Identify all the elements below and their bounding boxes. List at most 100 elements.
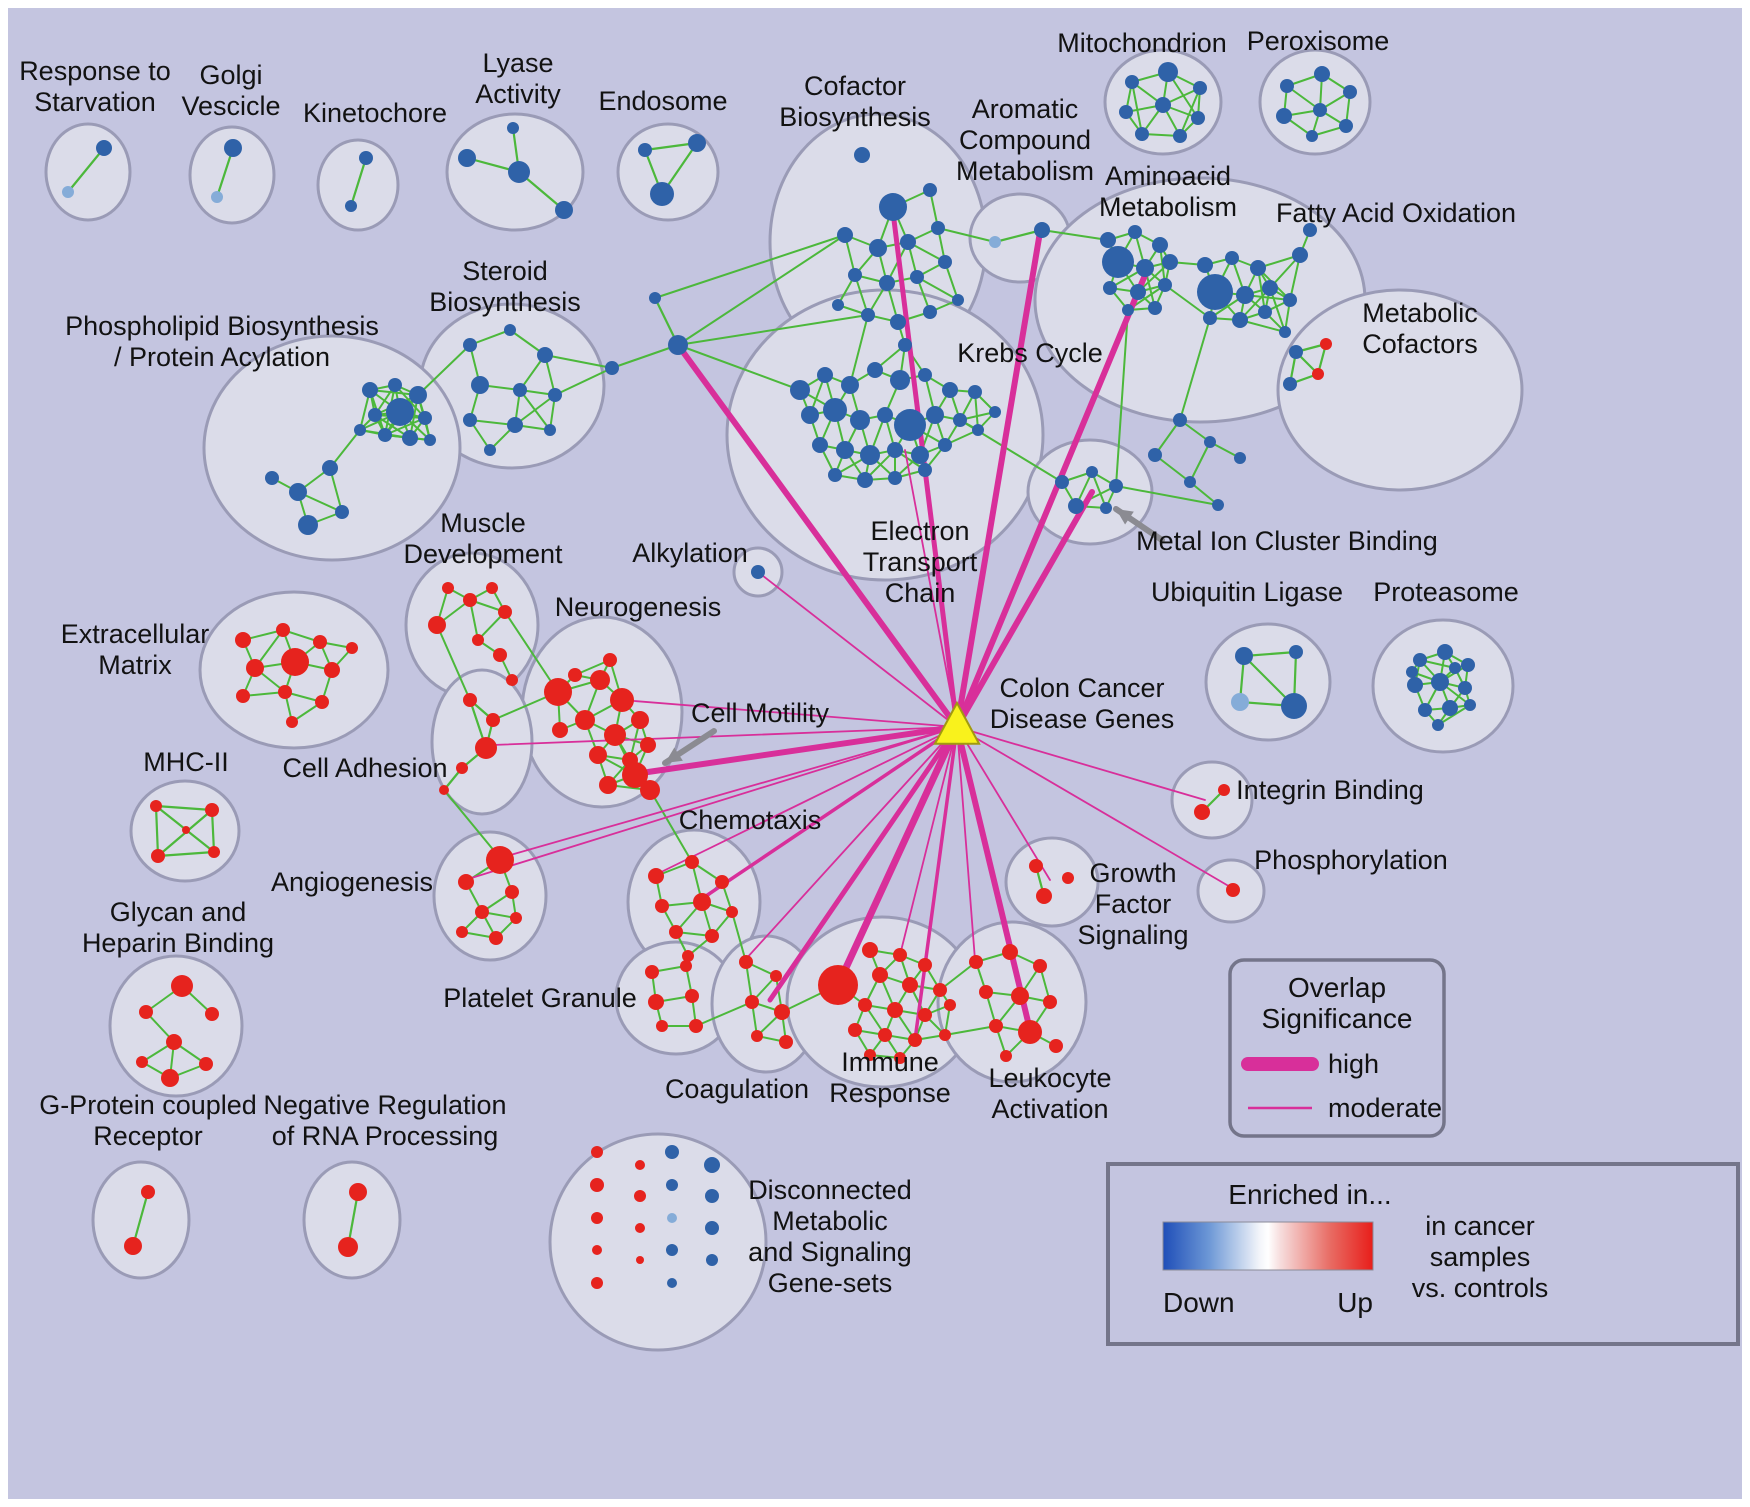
cofactor-biosynthesis-node xyxy=(923,183,937,197)
phospholipid-biosynthesis-node xyxy=(265,471,279,485)
immune-response-node xyxy=(872,967,888,983)
glycan-heparin-binding-node xyxy=(171,975,193,997)
neurogenesis-node xyxy=(631,711,649,729)
extracellular-matrix-label: Extracellular xyxy=(61,619,210,649)
mhc-ii-node xyxy=(208,846,220,858)
fatty-acid-oxidation-node xyxy=(1250,260,1266,276)
g-protein-coupled-receptor-node xyxy=(124,1237,142,1255)
cofactor-biosynthesis-node xyxy=(879,193,907,221)
ubiquitin-ligase-node xyxy=(1231,693,1249,711)
electron-transport-chain-node xyxy=(817,367,833,383)
mhc-ii-node xyxy=(151,849,165,863)
glycan-heparin-binding-label: Heparin Binding xyxy=(82,928,274,958)
leukocyte-activation-node xyxy=(1002,944,1018,960)
growth-factor-signaling-node xyxy=(1029,859,1043,873)
phospholipid-biosynthesis-label: Phospholipid Biosynthesis xyxy=(65,311,379,341)
disconnected-genesets-node xyxy=(590,1178,604,1192)
kinetochore-node xyxy=(345,200,357,212)
legend-enrichment: Enriched in... Down Up in cancer samples… xyxy=(1106,1162,1740,1346)
angiogenesis-node xyxy=(510,912,522,924)
cell-adhesion-label: Cell Adhesion xyxy=(282,753,447,783)
bridge-edge xyxy=(677,234,846,346)
immune-response-node xyxy=(918,1008,932,1022)
growth-factor-signaling-node xyxy=(1062,872,1074,884)
overlap-edge xyxy=(956,726,1051,881)
fatty-acid-oxidation-node xyxy=(1236,286,1254,304)
coagulation-node xyxy=(751,1030,763,1042)
phospholipid-biosynthesis-node xyxy=(368,408,382,422)
phospholipid-biosynthesis-node xyxy=(418,411,432,425)
disconnected-genesets-node xyxy=(665,1145,679,1159)
response-to-starvation-node xyxy=(62,186,74,198)
steroid-biosynthesis-label: Steroid xyxy=(462,256,548,286)
proteasome-node xyxy=(1413,653,1427,667)
muscle-development-node xyxy=(463,593,477,607)
steroid-biosynthesis-label: Biosynthesis xyxy=(429,287,581,317)
metabolic-cofactors-node xyxy=(1320,338,1332,350)
extracellular-matrix-node xyxy=(235,632,251,648)
colon-cancer-disease-genes-label: Colon Cancer xyxy=(999,673,1164,703)
metal-ion-cluster-binding-node xyxy=(1068,498,1084,514)
mhc-ii-edge xyxy=(154,804,214,812)
overlap-edge xyxy=(899,726,958,956)
metal-ion-cluster-binding-label: Metal Ion Cluster Binding xyxy=(1136,526,1438,556)
top-layer xyxy=(662,506,1165,766)
platelet-granule-node xyxy=(689,1019,703,1033)
electron-transport-chain-node xyxy=(898,338,912,352)
cofactor-biosynthesis-node xyxy=(938,255,952,269)
angiogenesis-node xyxy=(456,926,468,938)
immune-response-node xyxy=(864,1049,876,1061)
disconnected-genesets-node xyxy=(666,1244,678,1256)
electron-transport-chain-node xyxy=(953,413,967,427)
negative-regulation-rna-processing-label: Negative Regulation xyxy=(263,1090,506,1120)
overlap-edge xyxy=(913,725,959,1042)
nodes-layer xyxy=(62,62,1476,1289)
chemotaxis-node xyxy=(693,893,711,911)
coagulation-node xyxy=(739,955,753,969)
bridge-edge xyxy=(937,227,996,243)
extracellular-matrix-node xyxy=(286,716,298,728)
extracellular-matrix-node xyxy=(278,685,292,699)
metabolic-trail-edge xyxy=(1189,481,1219,506)
phospholipid-biosynthesis-node xyxy=(362,382,378,398)
disconnected-genesets-bubble xyxy=(548,1132,768,1352)
leukocyte-activation-node xyxy=(979,985,993,999)
phospholipid-biosynthesis-node xyxy=(298,515,318,535)
cofactor-biosynthesis-node xyxy=(837,227,853,243)
electron-transport-chain-node xyxy=(836,441,854,459)
neurogenesis-node xyxy=(568,668,582,682)
fatty-acid-oxidation-node xyxy=(1197,257,1213,273)
colon-cancer-disease-genes-triangle xyxy=(933,700,981,745)
lyase-activity-label: Lyase xyxy=(482,48,553,78)
overlap-edge xyxy=(744,726,958,961)
immune-response-node xyxy=(908,1033,922,1047)
bridge-edge xyxy=(695,1001,753,1027)
bridge-edge xyxy=(436,624,471,701)
phospholipid-biosynthesis-edge xyxy=(384,417,426,436)
bridge-edge xyxy=(849,314,869,386)
steroid-biosynthesis-node xyxy=(507,417,523,433)
golgi-vescicle-label: Golgi xyxy=(199,60,262,90)
overlap-edge xyxy=(464,726,958,881)
immune-response-node xyxy=(933,983,947,997)
overlap-layer xyxy=(464,209,1233,1042)
neurogenesis-node xyxy=(604,724,626,746)
mitochondrion-node xyxy=(1155,97,1171,113)
bridge-edge xyxy=(1041,229,1109,241)
extracellular-matrix-node xyxy=(281,648,309,676)
electron-transport-chain-node xyxy=(867,362,883,378)
bridge-edge xyxy=(1164,284,1211,319)
bridge-nodes-node xyxy=(668,335,688,355)
enrichment-gradient-bar xyxy=(1162,1221,1374,1271)
aromatic-compound-metabolism-node xyxy=(1034,222,1050,238)
bridge-edge xyxy=(544,354,613,369)
integrin-binding-node xyxy=(1218,784,1230,796)
mhc-ii-node xyxy=(205,803,219,817)
disconnected-genesets-node xyxy=(592,1245,602,1255)
electron-transport-chain-node xyxy=(790,380,810,400)
phospholipid-biosynthesis-node xyxy=(354,424,366,436)
mitochondrion-node xyxy=(1135,127,1149,141)
chemotaxis-node xyxy=(655,899,669,913)
